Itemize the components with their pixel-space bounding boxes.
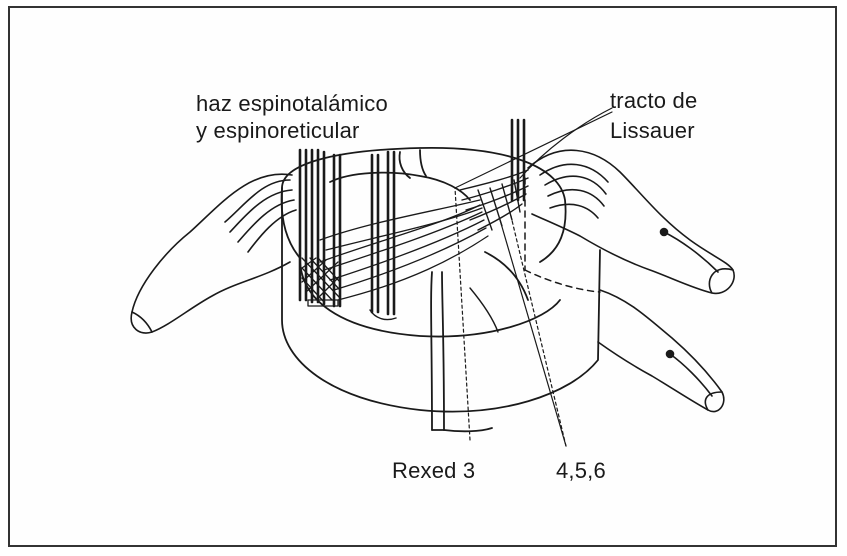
left-nerve-root bbox=[131, 174, 296, 333]
right-ventral-root bbox=[598, 290, 724, 412]
label-lissauer-line2: Lissauer bbox=[610, 118, 695, 144]
label-rexed-456: 4,5,6 bbox=[556, 458, 606, 484]
right-dorsal-root-ganglion bbox=[528, 150, 734, 293]
left-ventral-notch bbox=[370, 310, 396, 320]
label-spinothalamic-line1: haz espinotalámico bbox=[196, 91, 388, 117]
label-lissauer-line1: tracto de bbox=[610, 88, 697, 114]
label-rexed-3: Rexed 3 bbox=[392, 458, 475, 484]
spinal-cord-body bbox=[282, 148, 600, 431]
label-spinothalamic-line2: y espinoreticular bbox=[196, 118, 360, 144]
spinothalamic-tract-columns bbox=[300, 150, 394, 314]
right-front-arc bbox=[470, 288, 498, 332]
crossing-fibers bbox=[320, 200, 488, 300]
leader-lines bbox=[455, 108, 612, 446]
